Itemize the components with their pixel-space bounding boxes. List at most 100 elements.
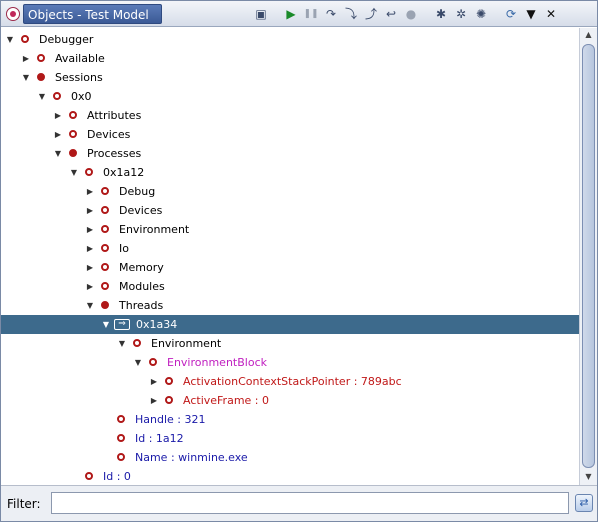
close-icon[interactable]: ✕ [545, 7, 557, 21]
expand-toggle-icon[interactable]: ▶ [86, 187, 94, 196]
tree-node-label: Environment [151, 337, 222, 350]
tree-row[interactable]: Id : 0 [1, 467, 579, 485]
node-icon [53, 92, 61, 100]
tree-row[interactable]: ▶ Environment [1, 220, 579, 239]
tree-row[interactable]: ▶ Io [1, 239, 579, 258]
debug-bug-icon[interactable]: ✱ [435, 7, 447, 21]
expand-toggle-icon[interactable]: ▶ [86, 206, 94, 215]
collapse-toggle-icon[interactable]: ▼ [86, 301, 94, 310]
collapse-toggle-icon[interactable]: ▼ [6, 35, 14, 44]
tree-row[interactable]: ▶Debug [1, 182, 579, 201]
collapse-toggle-icon[interactable]: ▼ [102, 320, 110, 329]
expanded-node-icon [37, 73, 45, 81]
scroll-up-icon[interactable]: ▲ [585, 30, 592, 39]
collapse-toggle-icon[interactable]: ▼ [54, 149, 62, 158]
console-icon[interactable]: ▣ [255, 7, 267, 21]
tree-node-label: Id : 0 [103, 470, 131, 483]
tree-row[interactable]: ▼0x0 [1, 87, 579, 106]
tree-row[interactable]: ▼Debugger [1, 30, 579, 49]
node-icon [133, 339, 141, 347]
expand-toggle-icon[interactable]: ▶ [54, 130, 62, 139]
expand-toggle-icon[interactable]: ▶ [86, 244, 94, 253]
tree-row[interactable]: ▶ Available [1, 49, 579, 68]
filter-apply-button[interactable]: ⇄ [575, 494, 593, 512]
tree-row[interactable]: ▼ Sessions [1, 68, 579, 87]
toolbar-separator [491, 5, 501, 23]
tree-node-label: Environment [119, 223, 190, 236]
expand-toggle-icon[interactable]: ▶ [150, 396, 158, 405]
node-icon [149, 358, 157, 366]
tree-node-label: Processes [87, 147, 142, 160]
node-icon [101, 263, 109, 271]
collapse-toggle-icon[interactable]: ▼ [22, 73, 30, 82]
node-icon [85, 472, 93, 480]
tree-node-label: Devices [87, 128, 131, 141]
collapse-toggle-icon[interactable]: ▼ [118, 339, 126, 348]
window-icon [6, 6, 20, 21]
tree-row[interactable]: ▶ Devices [1, 125, 579, 144]
tree-row[interactable]: ▼ Processes [1, 144, 579, 163]
tree-row[interactable]: Handle : 321 [1, 410, 579, 429]
tree-row[interactable]: ▶ActivationContextStackPointer : 789abc [1, 372, 579, 391]
tree-node-label: Sessions [55, 71, 103, 84]
node-icon [165, 396, 173, 404]
expanded-node-icon [101, 301, 109, 309]
vertical-scrollbar[interactable]: ▲ ▼ [579, 28, 597, 485]
tree-row[interactable]: ▶Attributes [1, 106, 579, 125]
scroll-thumb[interactable] [582, 44, 595, 468]
tree-row[interactable]: ▶ ActiveFrame : 0 [1, 391, 579, 410]
tree-row[interactable]: ▼Threads [1, 296, 579, 315]
menu-dropdown-icon[interactable]: ▼ [526, 7, 536, 21]
node-icon [69, 111, 77, 119]
node-icon [101, 244, 109, 252]
scroll-down-icon[interactable]: ▼ [585, 472, 592, 481]
filter-input[interactable] [51, 492, 569, 514]
filter-bar: Filter: ⇄ [1, 485, 597, 521]
collapse-toggle-icon[interactable]: ▼ [38, 92, 46, 101]
expand-toggle-icon[interactable]: ▶ [86, 263, 94, 272]
tree-row[interactable]: Id : 1a12 [1, 429, 579, 448]
expand-toggle-icon[interactable]: ▶ [86, 225, 94, 234]
expand-toggle-icon[interactable]: ▶ [150, 377, 158, 386]
tree-node-label: Memory [119, 261, 164, 274]
tree-node-label: Modules [119, 280, 165, 293]
tree-node-label: 0x1a12 [103, 166, 145, 179]
tree-node-label: Available [55, 52, 105, 65]
gear-settings-icon[interactable]: ✺ [475, 7, 487, 21]
collapse-toggle-icon[interactable]: ▼ [134, 358, 142, 367]
expand-toggle-icon[interactable]: ▶ [54, 111, 62, 120]
window-title[interactable]: Objects - Test Model [23, 3, 162, 24]
tree-row[interactable]: ▶ Memory [1, 258, 579, 277]
node-icon [21, 35, 29, 43]
tree-row[interactable]: ▶ Modules [1, 277, 579, 296]
step-out-icon[interactable]: ⤴ [364, 7, 377, 21]
pause-icon[interactable]: ❚❚ [303, 9, 319, 19]
toolbar-separator [421, 5, 431, 23]
tree-row[interactable]: ▼ 0x1a12 [1, 163, 579, 182]
step-into-icon[interactable]: ⤵ [344, 7, 357, 21]
tree-row[interactable]: Name : winmine.exe [1, 448, 579, 467]
run-icon[interactable]: ▶ [286, 7, 296, 21]
object-tree[interactable]: ▼Debugger ▶ Available ▼ Sessions ▼0x0▶Attribu… [1, 28, 579, 485]
tree-node-label: ActiveFrame : 0 [183, 394, 269, 407]
toolbar-separator [271, 5, 281, 23]
node-icon [101, 282, 109, 290]
tree-row[interactable]: ▼EnvironmentBlock [1, 353, 579, 372]
expand-toggle-icon[interactable]: ▶ [22, 54, 30, 63]
refresh-icon[interactable]: ⟳ [505, 7, 517, 21]
node-icon [101, 187, 109, 195]
node-icon [37, 54, 45, 62]
filter-label: Filter: [7, 497, 41, 511]
tree-node-label: Io [119, 242, 129, 255]
step-over-icon[interactable]: ↷ [325, 7, 337, 21]
step-return-icon[interactable]: ↩ [385, 7, 397, 21]
tree-row[interactable]: ▼⇒0x1a34 [1, 315, 579, 334]
expand-toggle-icon[interactable]: ▶ [86, 282, 94, 291]
tree-row[interactable]: ▼ Environment [1, 334, 579, 353]
tree-row[interactable]: ▶Devices [1, 201, 579, 220]
collapse-toggle-icon[interactable]: ▼ [70, 168, 78, 177]
tree-node-label: Id : 1a12 [135, 432, 184, 445]
gear-plus-icon[interactable]: ✲ [455, 7, 467, 21]
stop-icon[interactable]: ● [405, 7, 417, 21]
